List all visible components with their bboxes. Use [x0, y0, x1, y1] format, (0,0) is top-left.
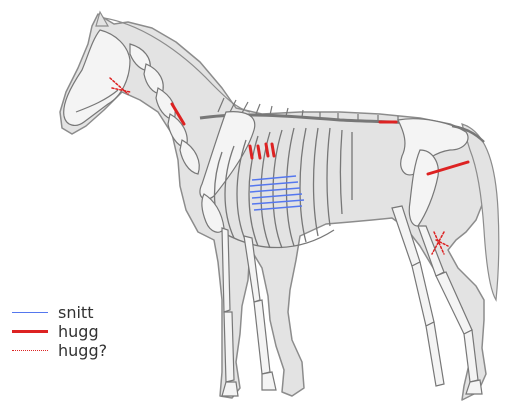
legend-label: hugg? — [58, 341, 107, 360]
legend-label: snitt — [58, 303, 93, 322]
legend-item-snitt: snitt — [12, 303, 132, 322]
hugg-uncertain-swatch — [12, 350, 48, 351]
legend-item-hugg-uncertain: hugg? — [12, 341, 132, 360]
hugg-swatch — [12, 330, 48, 333]
legend-item-hugg: hugg — [12, 322, 132, 341]
snitt-swatch — [12, 312, 48, 313]
legend-label: hugg — [58, 322, 99, 341]
legend: snitt hugg hugg? — [12, 303, 132, 360]
